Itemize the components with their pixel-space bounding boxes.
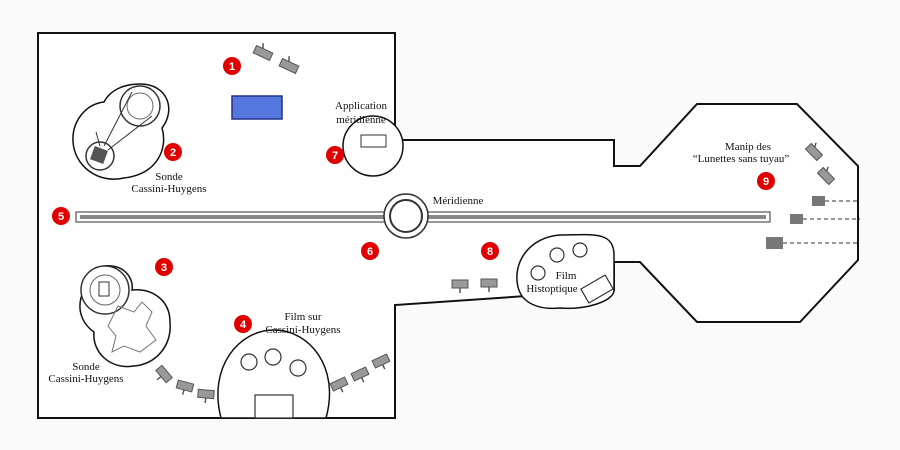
label-film-cassini: Film sur [285, 311, 322, 323]
probe-part [107, 301, 157, 353]
telescope-block [812, 196, 825, 206]
marker-number: 5 [58, 211, 64, 223]
station-marker-8[interactable]: 8 [481, 242, 499, 260]
probe-boom [103, 91, 133, 147]
device-icon [278, 56, 300, 75]
marker-number: 9 [763, 176, 769, 188]
marker-circle [361, 242, 379, 260]
device-icon [175, 379, 195, 395]
marker-circle [757, 172, 775, 190]
telescope-block [790, 214, 803, 224]
histoptique-screen [580, 274, 614, 304]
marker-number: 3 [161, 262, 167, 274]
marker-circle [164, 143, 182, 161]
label-application: méridienne [336, 114, 386, 126]
marker-number: 7 [332, 150, 338, 162]
station-marker-5[interactable]: 5 [52, 207, 70, 225]
marker-number: 4 [240, 319, 247, 331]
device-icon [329, 376, 349, 393]
label-sonde-top: Cassini-Huygens [131, 183, 206, 195]
device-icon [816, 166, 836, 186]
marker-circle [155, 258, 173, 276]
station-marker-7[interactable]: 7 [326, 146, 344, 164]
device-icon [371, 353, 391, 370]
label-sonde-bottom: Sonde [72, 361, 100, 373]
station-marker-6[interactable]: 6 [361, 242, 379, 260]
seat-icon [530, 265, 546, 281]
probe-boom [107, 115, 153, 151]
label-application: Application [335, 100, 387, 112]
label-manip: Manip des [725, 141, 771, 153]
marker-circle [223, 57, 241, 75]
device-icon [804, 142, 824, 162]
label-manip: “Lunettes sans tuyau” [693, 153, 790, 165]
marker-number: 6 [367, 246, 373, 258]
label-film-cassini: Cassini-Huygens [265, 324, 340, 336]
probe-dish-inner [126, 92, 154, 120]
seat-icon [549, 247, 565, 263]
station-marker-3[interactable]: 3 [155, 258, 173, 276]
label-sonde-bottom: Cassini-Huygens [48, 373, 123, 385]
marker-circle [234, 315, 252, 333]
seat-icon [264, 348, 282, 366]
probe-boom [95, 131, 101, 147]
marker-circle [52, 207, 70, 225]
device-icon [480, 278, 498, 292]
station-marker-4[interactable]: 4 [234, 315, 252, 333]
seat-icon [572, 242, 588, 258]
marker-number: 8 [487, 246, 493, 258]
marker-circle [326, 146, 344, 164]
cinema-screen [254, 394, 294, 419]
label-meridienne: Méridienne [433, 195, 484, 207]
station-marker-9[interactable]: 9 [757, 172, 775, 190]
probe-dish [119, 85, 161, 127]
probe-core [98, 281, 110, 297]
device-icon [451, 279, 469, 293]
probe-dish-inner [89, 274, 121, 306]
cinema-room [217, 329, 331, 419]
seat-icon [240, 353, 258, 371]
device-icon [350, 366, 370, 383]
station-marker-2[interactable]: 2 [164, 143, 182, 161]
seat-icon [289, 359, 307, 377]
label-sonde-top: Sonde [155, 171, 183, 183]
marker-number: 1 [229, 61, 235, 73]
marker-circle [481, 242, 499, 260]
screen-rect [231, 95, 283, 120]
label-film-histoptique: Film [556, 270, 577, 282]
device-icon [155, 364, 173, 384]
station-marker-1[interactable]: 1 [223, 57, 241, 75]
marker-number: 2 [170, 147, 176, 159]
device-icon [252, 43, 274, 62]
device-icon [197, 388, 215, 404]
meridian-disc-inner [389, 199, 423, 233]
application-screen [360, 134, 387, 148]
telescope-block [766, 237, 783, 249]
label-film-histoptique: Histoptique [526, 283, 577, 295]
probe-core [90, 146, 108, 164]
